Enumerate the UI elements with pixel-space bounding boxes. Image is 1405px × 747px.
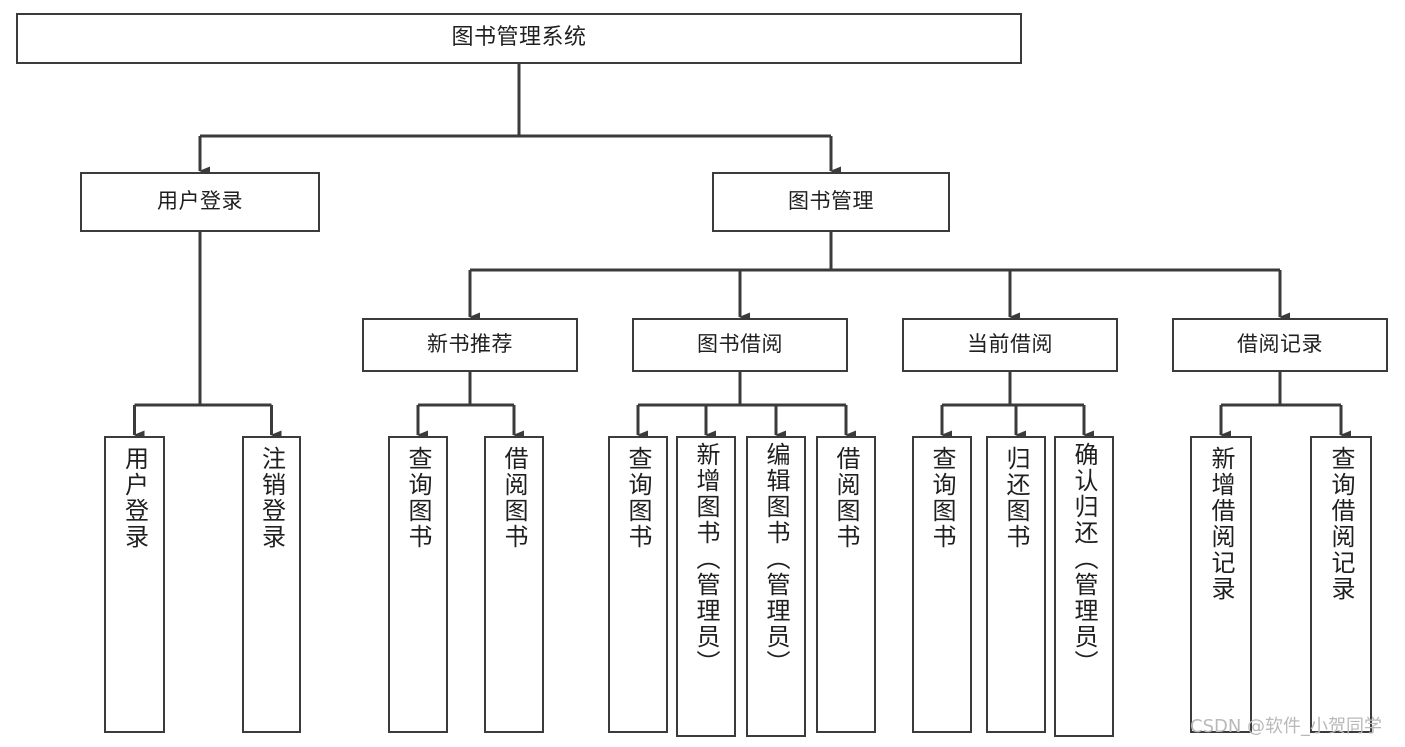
node-leaf-query-book-2-label: 查询图书: [624, 446, 652, 550]
node-leaf-confirm-return[interactable]: 确认归还（管理员）: [1054, 436, 1114, 737]
node-root[interactable]: 图书管理系统: [16, 13, 1022, 64]
node-leaf-user-login[interactable]: 用户登录: [104, 436, 165, 733]
node-leaf-borrow-book-2-label: 借阅图书: [832, 446, 860, 550]
csdn-watermark: CSDN @软件_小贺同学: [1190, 716, 1383, 737]
node-leaf-user-logout[interactable]: 注销登录: [242, 436, 301, 733]
node-leaf-return-book-label: 归还图书: [1002, 446, 1030, 550]
node-borrow-record[interactable]: 借阅记录: [1172, 318, 1388, 372]
node-new-book-recommend[interactable]: 新书推荐: [362, 318, 578, 372]
node-leaf-return-book[interactable]: 归还图书: [986, 436, 1046, 733]
node-leaf-borrow-book-2[interactable]: 借阅图书: [816, 436, 876, 733]
node-leaf-query-record-label: 查询借阅记录: [1327, 446, 1355, 602]
node-book-manage[interactable]: 图书管理: [712, 172, 950, 232]
node-leaf-query-book-1[interactable]: 查询图书: [388, 436, 448, 733]
node-leaf-confirm-return-label: 确认归还（管理员）: [1070, 442, 1098, 676]
node-leaf-add-book-label: 新增图书（管理员）: [692, 442, 720, 676]
node-user-login[interactable]: 用户登录: [80, 172, 320, 232]
node-leaf-borrow-book-1[interactable]: 借阅图书: [484, 436, 544, 733]
node-leaf-add-record[interactable]: 新增借阅记录: [1190, 436, 1252, 733]
node-borrow-record-label: 借阅记录: [1237, 332, 1323, 357]
node-user-login-label: 用户登录: [157, 189, 243, 214]
node-leaf-user-logout-label: 注销登录: [257, 446, 286, 550]
node-new-book-recommend-label: 新书推荐: [427, 332, 513, 357]
node-leaf-borrow-book-1-label: 借阅图书: [500, 446, 528, 550]
node-leaf-edit-book-label: 编辑图书（管理员）: [762, 442, 790, 676]
node-leaf-user-login-label: 用户登录: [120, 446, 149, 550]
node-book-borrow[interactable]: 图书借阅: [632, 318, 848, 372]
node-leaf-query-book-3-label: 查询图书: [928, 446, 956, 550]
node-leaf-query-record[interactable]: 查询借阅记录: [1310, 436, 1372, 733]
node-leaf-edit-book[interactable]: 编辑图书（管理员）: [746, 436, 806, 737]
node-leaf-add-book[interactable]: 新增图书（管理员）: [676, 436, 736, 737]
node-book-manage-label: 图书管理: [788, 189, 874, 214]
node-leaf-add-record-label: 新增借阅记录: [1207, 446, 1235, 602]
node-current-borrow-label: 当前借阅: [967, 332, 1053, 357]
node-leaf-query-book-3[interactable]: 查询图书: [912, 436, 972, 733]
node-book-borrow-label: 图书借阅: [697, 332, 783, 357]
node-current-borrow[interactable]: 当前借阅: [902, 318, 1118, 372]
node-leaf-query-book-2[interactable]: 查询图书: [608, 436, 668, 733]
node-leaf-query-book-1-label: 查询图书: [404, 446, 432, 550]
node-root-label: 图书管理系统: [451, 25, 587, 51]
